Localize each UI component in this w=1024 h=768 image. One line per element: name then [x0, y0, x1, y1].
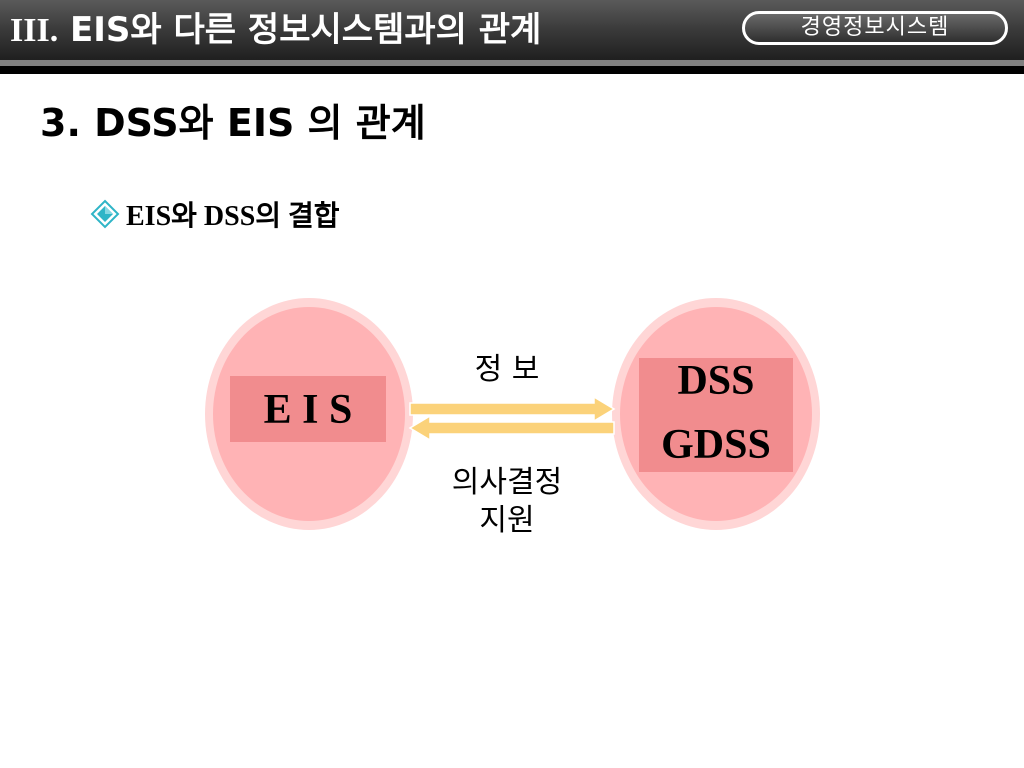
- right-arrow: [409, 395, 616, 423]
- arrow-label-information: 정 보: [475, 352, 540, 387]
- header-title-prefix: III.: [10, 12, 59, 49]
- arrow-label-decision-line2: 지원: [479, 503, 534, 538]
- header-title: III. EIS와 다른 정보시스템과의 관계: [10, 8, 541, 53]
- eis-label: E I S: [264, 387, 353, 433]
- gdss-label: GDSS: [661, 422, 771, 468]
- header-divider: [0, 60, 1024, 66]
- header-badge: 경영정보시스템: [742, 11, 1008, 45]
- bullet-item: EIS와 DSS의 결합: [90, 194, 340, 234]
- dss-label: DSS: [677, 358, 754, 404]
- header-title-text: EIS와 다른 정보시스템과의 관계: [70, 10, 542, 50]
- eis-label-box: [230, 376, 386, 442]
- arrow-label-decision-line1: 의사결정: [452, 465, 562, 500]
- left-arrow: [408, 414, 615, 442]
- section-title: 3. DSS와 EIS 의 관계: [40, 101, 426, 145]
- diamond-bullet-icon: [90, 199, 120, 229]
- header-underline: [0, 66, 1024, 74]
- bullet-text: EIS와 DSS의 결합: [126, 201, 340, 232]
- dss-label-box: [639, 358, 793, 472]
